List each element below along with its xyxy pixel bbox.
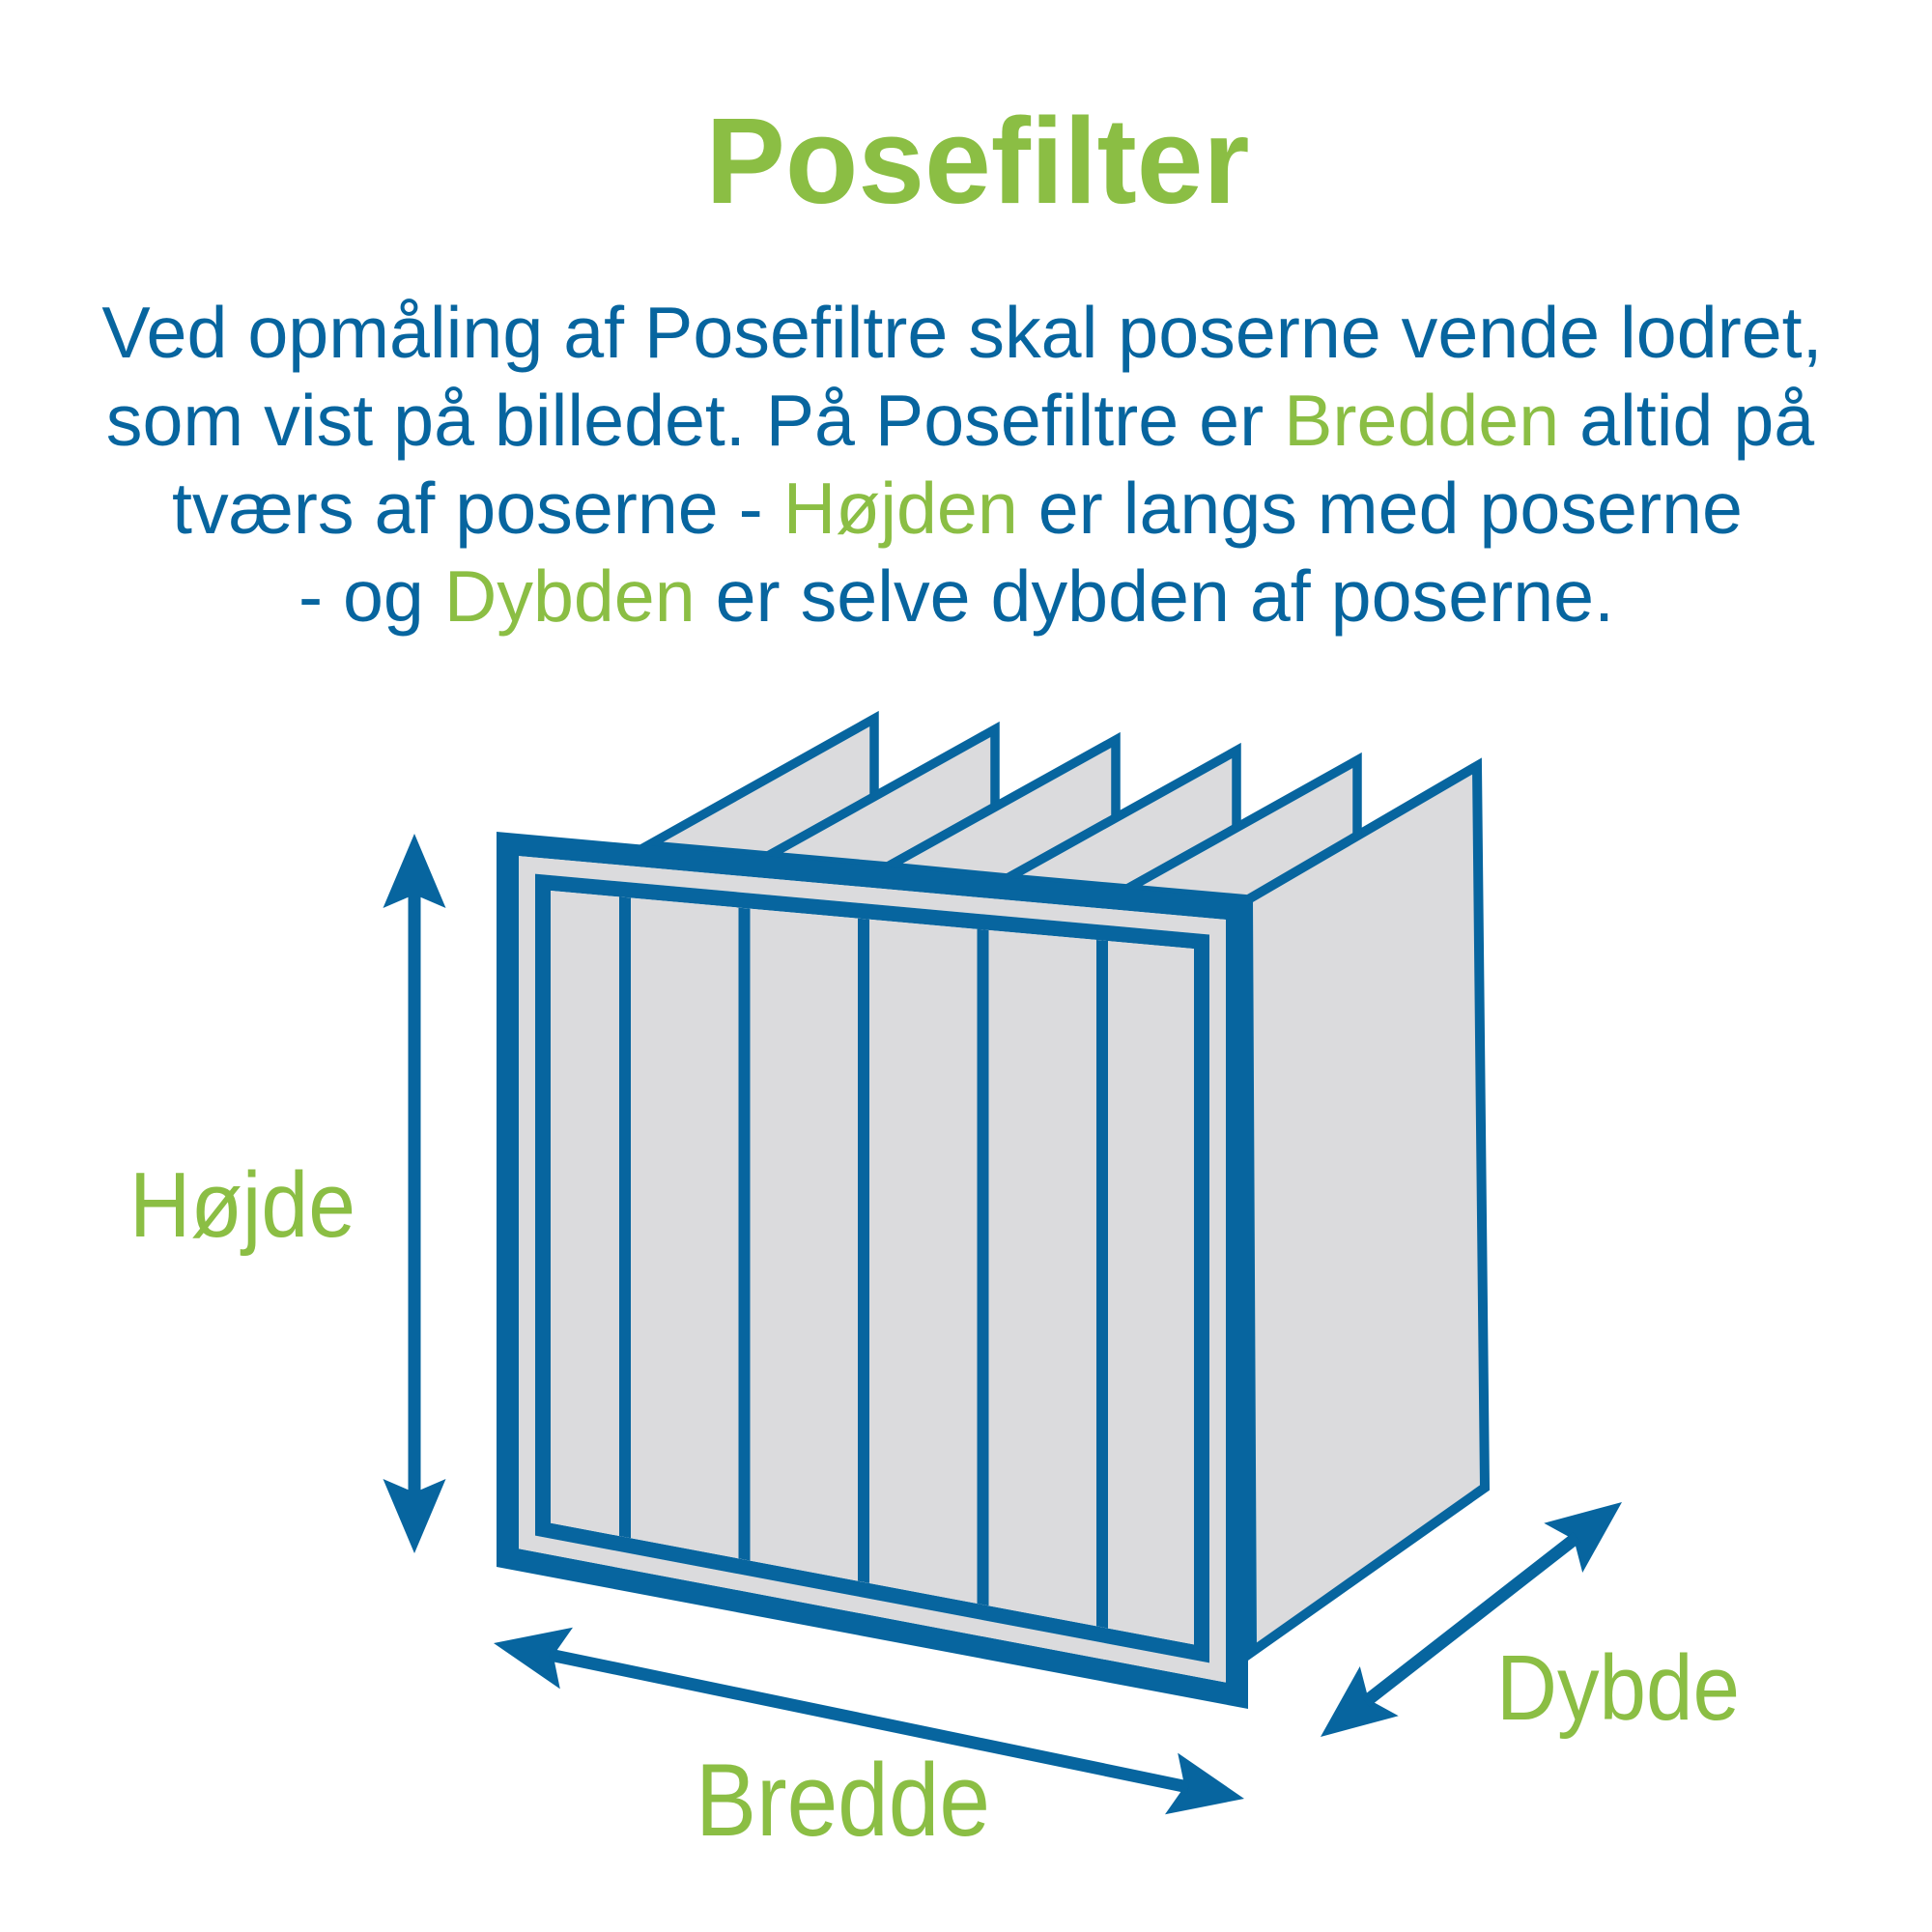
svg-text:Bredde: Bredde (696, 1742, 990, 1858)
svg-text:- og Dybden er selve dybden af: - og Dybden er selve dybden af poserne. (298, 555, 1614, 637)
svg-text:som vist på billedet. På Posef: som vist på billedet. På Posefiltre er B… (106, 380, 1815, 461)
svg-text:tværs af poserne - Højden er l: tværs af poserne - Højden er langs med p… (172, 468, 1743, 549)
svg-text:Højde: Højde (129, 1153, 355, 1257)
svg-text:Dybde: Dybde (1496, 1636, 1740, 1740)
svg-text:Posefilter: Posefilter (706, 93, 1250, 229)
svg-text:Ved opmåling af Posefiltre ska: Ved opmåling af Posefiltre skal poserne … (101, 292, 1822, 373)
